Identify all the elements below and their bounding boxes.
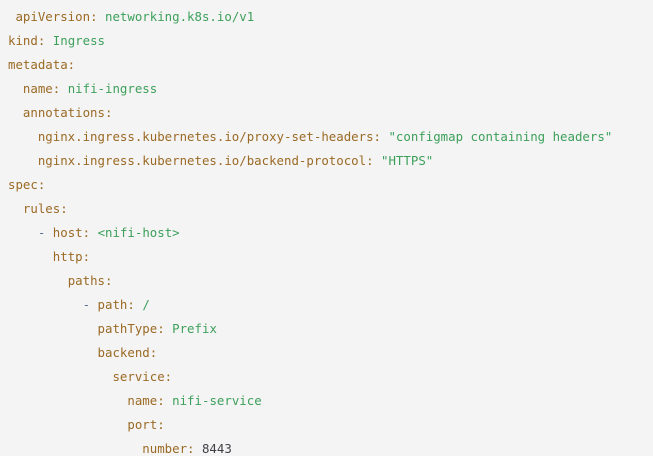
code-line: name: nifi-ingress xyxy=(8,77,645,101)
code-line: service: xyxy=(8,365,645,389)
code-line: paths: xyxy=(8,269,645,293)
code-line: metadata: xyxy=(8,53,645,77)
code-token-plain xyxy=(8,321,98,336)
code-token-plain xyxy=(8,369,112,384)
code-token-plain xyxy=(8,105,23,120)
code-token-key: nginx.ingress.kubernetes.io/proxy-set-he… xyxy=(37,129,381,144)
code-token-plain xyxy=(8,345,98,360)
code-token-string: nifi-ingress xyxy=(67,81,158,96)
code-token-plain xyxy=(8,225,38,240)
code-token-key: apiVersion: xyxy=(15,9,98,24)
code-token-plain xyxy=(90,297,97,312)
code-token-plain xyxy=(45,33,52,48)
code-token-string: Prefix xyxy=(172,321,217,336)
code-line: spec: xyxy=(8,173,645,197)
code-token-plain xyxy=(195,441,202,456)
code-line: backend: xyxy=(8,341,645,365)
code-token-key: rules: xyxy=(22,201,68,216)
code-token-plain xyxy=(8,201,23,216)
code-token-string: "HTTPS" xyxy=(381,153,434,168)
code-line: rules: xyxy=(8,197,645,221)
code-line: nginx.ingress.kubernetes.io/proxy-set-he… xyxy=(8,125,645,149)
code-token-key: name: xyxy=(127,393,165,408)
code-line: - path: / xyxy=(8,293,645,317)
code-token-plain xyxy=(8,273,68,288)
code-token-key: annotations: xyxy=(22,105,113,120)
code-line: apiVersion: networking.k8s.io/v1 xyxy=(8,5,645,29)
code-token-string: / xyxy=(142,297,150,312)
code-token-string: "configmap containing headers" xyxy=(388,129,613,144)
code-token-plain xyxy=(90,225,97,240)
code-token-key: paths: xyxy=(67,273,113,288)
code-token-plain xyxy=(98,9,105,24)
code-token-plain xyxy=(45,225,52,240)
code-token-key: nginx.ingress.kubernetes.io/backend-prot… xyxy=(37,153,374,168)
code-token-string: <nifi-host> xyxy=(97,225,180,240)
code-token-plain xyxy=(8,417,127,432)
code-token-string: networking.k8s.io/v1 xyxy=(105,9,255,24)
code-line: kind: Ingress xyxy=(8,29,645,53)
code-token-key: kind: xyxy=(8,33,46,48)
code-token-key: port: xyxy=(127,417,165,432)
code-token-plain xyxy=(8,129,38,144)
code-token-key: name: xyxy=(22,81,61,96)
code-token-plain xyxy=(8,441,142,456)
code-token-plain xyxy=(8,297,83,312)
code-token-plain xyxy=(374,153,381,168)
code-token-number: 8443 xyxy=(201,441,232,456)
code-token-key: path: xyxy=(97,297,135,312)
code-line: annotations: xyxy=(8,101,645,125)
code-line: port: xyxy=(8,413,645,437)
code-token-key: number: xyxy=(142,441,195,456)
code-token-plain xyxy=(8,393,127,408)
code-line: http: xyxy=(8,245,645,269)
code-token-key: backend: xyxy=(97,345,158,360)
code-line: number: 8443 xyxy=(8,437,645,456)
code-token-key: metadata: xyxy=(8,57,76,72)
code-token-key: host: xyxy=(52,225,91,240)
code-token-plain xyxy=(8,249,53,264)
code-token-key: service: xyxy=(112,369,173,384)
code-line: - host: <nifi-host> xyxy=(8,221,645,245)
code-line: pathType: Prefix xyxy=(8,317,645,341)
code-token-plain xyxy=(8,153,38,168)
code-token-string: nifi-service xyxy=(172,393,262,408)
code-line: nginx.ingress.kubernetes.io/backend-prot… xyxy=(8,149,645,173)
code-token-string: Ingress xyxy=(52,33,105,48)
code-line: name: nifi-service xyxy=(8,389,645,413)
code-token-key: spec: xyxy=(8,177,46,192)
code-token-punctuation: - xyxy=(37,225,46,240)
code-token-punctuation: - xyxy=(82,297,91,312)
code-token-plain xyxy=(8,81,23,96)
code-token-key: http: xyxy=(52,249,91,264)
code-token-key: pathType: xyxy=(97,321,165,336)
code-token-plain xyxy=(60,81,67,96)
